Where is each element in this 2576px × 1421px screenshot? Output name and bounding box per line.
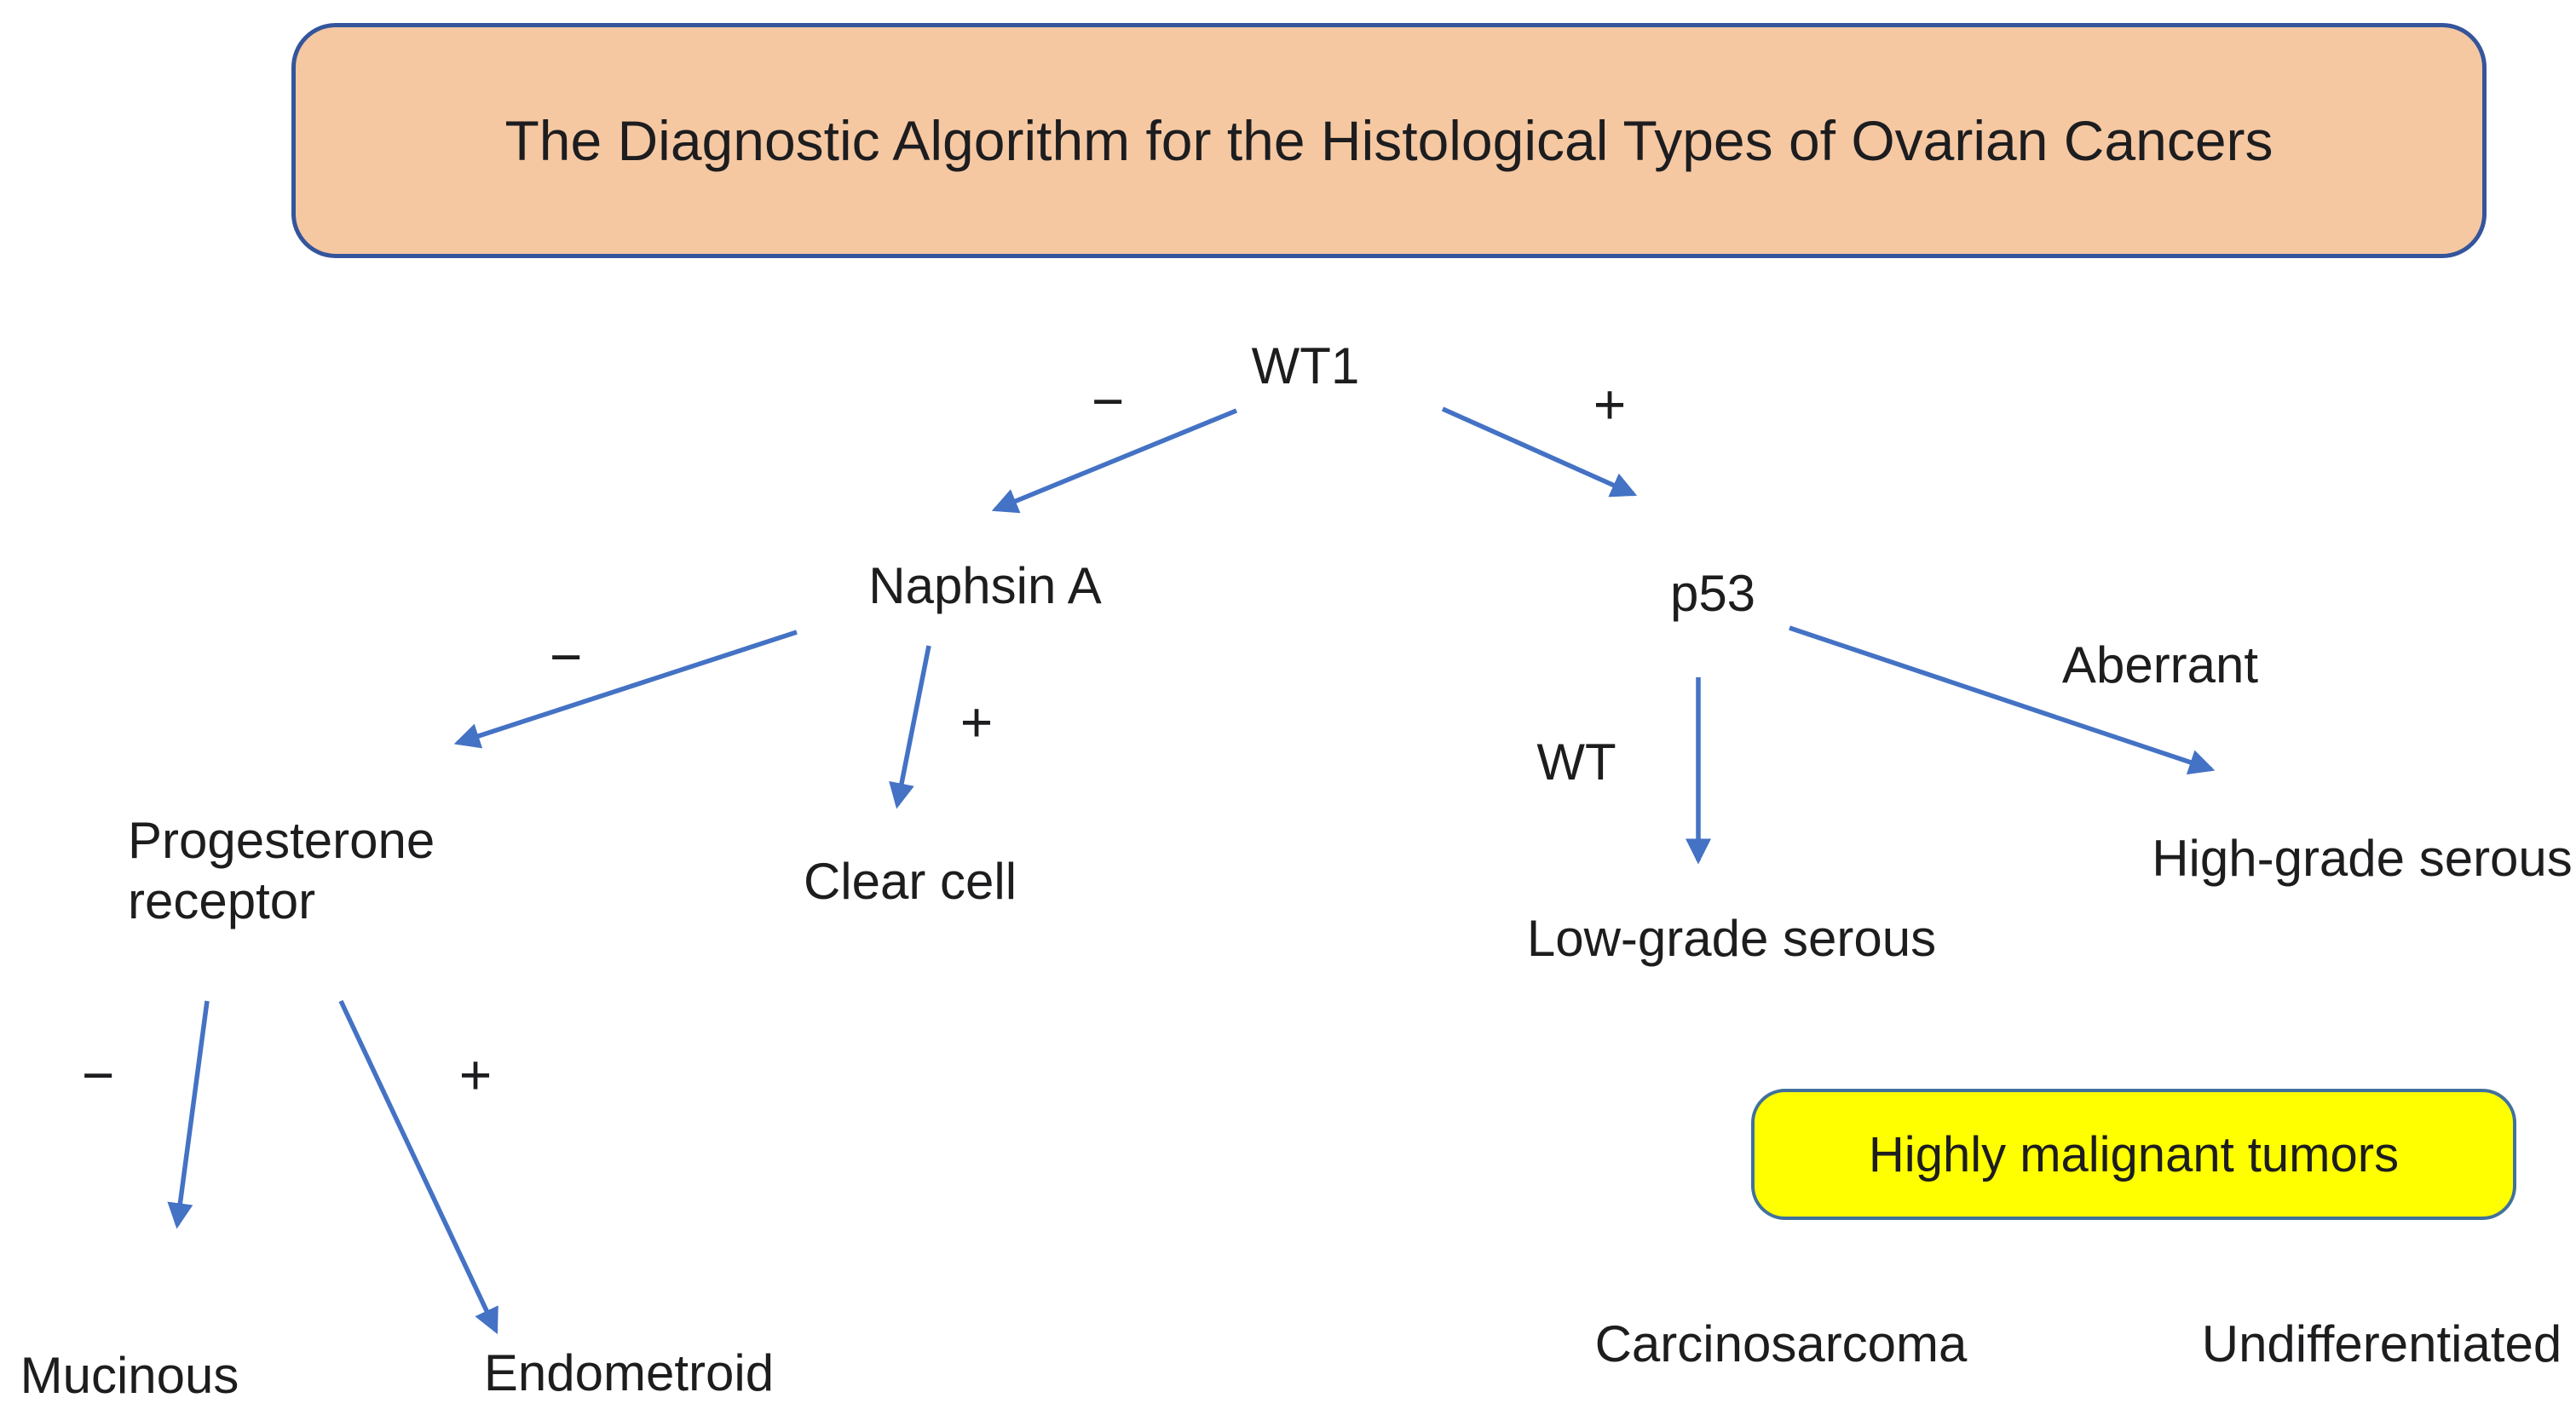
node-undifferentiated: Undifferentiated: [2201, 1315, 2562, 1372]
node-wt1: WT1: [1251, 337, 1360, 394]
arrow-p53-to-highgrade: [1789, 625, 2216, 775]
arrow-naphsin-to-clearcell: [889, 645, 931, 809]
arrow-progesterone-to-mucinous: [167, 1000, 210, 1229]
edge-label-naphsin-negative: −: [549, 624, 583, 688]
arrow-naphsin-to-progesterone: [453, 630, 798, 749]
node-naphsin-a: Naphsin A: [868, 557, 1102, 614]
node-progesterone-receptor: Progesterone receptor: [128, 811, 435, 932]
page-title: The Diagnostic Algorithm for the Histolo…: [504, 109, 2273, 172]
edge-label-p53-wt: WT: [1536, 734, 1616, 791]
node-high-grade-serous: High-grade serous: [2152, 830, 2573, 887]
node-mucinous: Mucinous: [20, 1347, 239, 1404]
edge-label-naphsin-positive: +: [960, 690, 994, 754]
arrow-wt1-to-p53: [1441, 406, 1638, 498]
node-clear-cell: Clear cell: [803, 853, 1017, 910]
node-carcinosarcoma: Carcinosarcoma: [1594, 1315, 1968, 1372]
edge-label-wt1-positive: +: [1593, 372, 1627, 436]
arrow-wt1-to-naphsin: [991, 408, 1238, 514]
highlight-box-label: Highly malignant tumors: [1868, 1126, 2400, 1182]
node-progesterone-receptor-line1: Progesterone: [128, 812, 435, 869]
edge-label-p53-aberrant: Aberrant: [2061, 636, 2259, 693]
edge-label-pr-negative: −: [81, 1043, 115, 1107]
node-low-grade-serous: Low-grade serous: [1526, 910, 1937, 967]
arrow-progesterone-to-endometroid: [338, 999, 498, 1335]
edge-label-wt1-negative: −: [1091, 369, 1125, 433]
node-endometroid: Endometroid: [483, 1344, 775, 1401]
highlight-box: Highly malignant tumors: [1751, 1089, 2516, 1220]
node-p53: p53: [1669, 565, 1756, 622]
node-progesterone-receptor-line2: receptor: [128, 872, 316, 929]
edge-label-pr-positive: +: [458, 1043, 493, 1107]
title-box: The Diagnostic Algorithm for the Histolo…: [291, 23, 2487, 258]
